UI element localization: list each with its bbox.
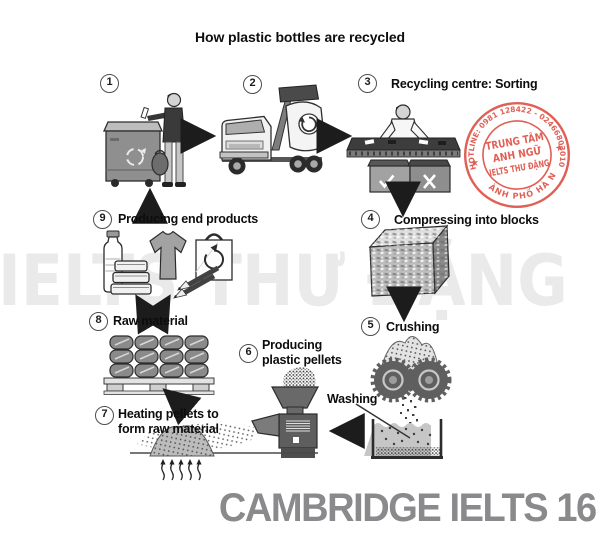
step-circle-1: 1: [100, 74, 119, 93]
step-circle-4: 4: [361, 210, 380, 229]
washing-label: Washing: [327, 392, 378, 406]
washing-tank-illustration: [364, 419, 443, 459]
flow-arrows: [132, 118, 422, 449]
arrow-heating-to-rawmaterial: [162, 388, 202, 426]
watermark-text: IELTS THƯ ĐẶNG: [0, 240, 568, 322]
step-circle-5: 5: [361, 317, 380, 336]
washing-pointer-line: [355, 403, 411, 439]
check-icon: [378, 174, 395, 189]
pieces-in-water: [380, 426, 432, 446]
truck-illustration: [219, 84, 326, 175]
pencils: [172, 265, 220, 299]
truck-recycle-icon: [298, 113, 320, 135]
step-circle-7: 7: [95, 406, 114, 425]
bag-recycle-icon: [204, 249, 224, 270]
pellet-pile-illustration: [130, 425, 318, 457]
diagram-title: How plastic bottles are recycled: [195, 29, 405, 45]
step-label-5: Crushing: [386, 320, 440, 334]
food-containers: [110, 260, 152, 295]
ielts-centre-stamp: HOTLINE: 0981 128422 - 02466803010 THÀNH…: [436, 77, 593, 231]
step-label-3: Recycling centre: Sorting: [391, 77, 538, 91]
stamp-star-right-icon: ★: [554, 142, 565, 154]
step-circle-9: 9: [93, 210, 112, 229]
recycle-symbol-icon: [126, 148, 146, 166]
recycling-bin-illustration: [102, 121, 164, 187]
crusher-illustration: [370, 336, 452, 424]
bottle-bag: [151, 152, 169, 176]
step-label-6: Producing plastic pellets: [262, 338, 342, 367]
falling-pieces: [400, 397, 418, 424]
compressed-block-illustration: [368, 224, 450, 297]
cambridge-ielts-footer: CAMBRIDGE IELTS 16: [219, 486, 597, 530]
shopping-bag: [195, 233, 233, 281]
step-label-7: Heating pellets to form raw material: [118, 407, 219, 436]
x-icon: [423, 174, 436, 189]
arrow-rawmaterial-to-products-right: [136, 294, 171, 335]
heat-arrows-icon: [160, 459, 202, 481]
sorting-illustration: [346, 104, 461, 193]
stamp-star-left-icon: ★: [469, 157, 480, 169]
step-circle-8: 8: [89, 312, 108, 331]
step-label-8: Raw material: [113, 314, 188, 328]
step-circle-3: 3: [358, 74, 377, 93]
step-label-4: Compressing into blocks: [394, 213, 539, 227]
end-products-illustration: [103, 230, 233, 299]
step-circle-2: 2: [243, 75, 262, 94]
tshirt: [149, 230, 187, 280]
step-circle-6: 6: [239, 344, 258, 363]
pallet-illustration: [103, 335, 215, 395]
step-label-9: Producing end products: [118, 212, 259, 226]
pellet-machine-illustration: [251, 367, 319, 458]
